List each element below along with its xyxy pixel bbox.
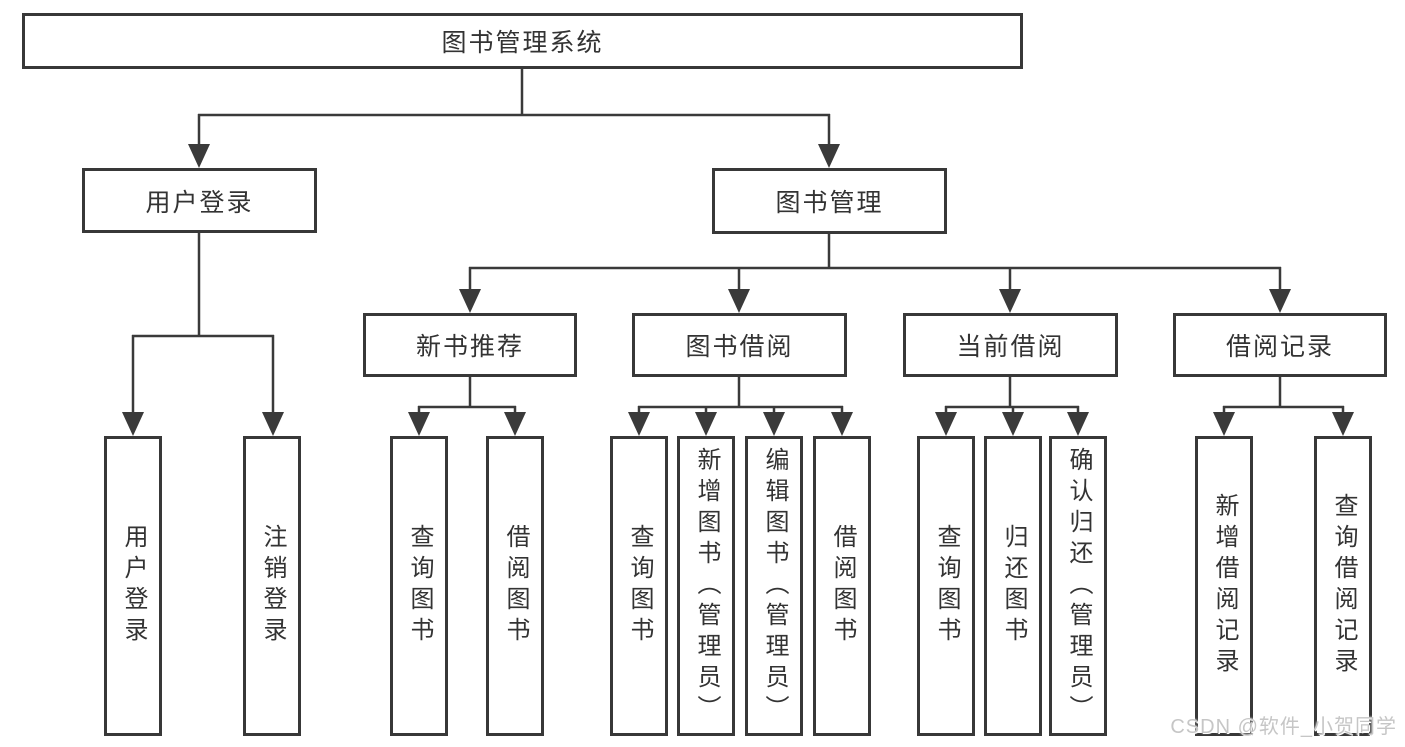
leaf-add-borrow-record: 新增借阅记录	[1195, 436, 1253, 736]
node-book-management-label: 图书管理	[775, 189, 884, 217]
leaf-borrow-books-recommend-label: 借阅图书	[502, 524, 529, 648]
leaf-query-books-recommend-label: 查询图书	[406, 524, 433, 648]
node-book-borrow: 图书借阅	[632, 313, 847, 377]
connector-current-borrow-children	[935, 377, 1089, 436]
leaf-query-books-current-label: 查询图书	[933, 524, 960, 648]
connector-book-management-children	[459, 234, 1291, 313]
leaf-confirm-return-admin: 确认归还（管理员）	[1049, 436, 1107, 736]
connector-new-book-children	[408, 377, 526, 436]
leaf-confirm-return-admin-label: 确认归还（管理员）	[1065, 446, 1092, 726]
leaf-borrow-books-recommend: 借阅图书	[486, 436, 544, 736]
leaf-return-books: 归还图书	[984, 436, 1042, 736]
node-borrow-records: 借阅记录	[1173, 313, 1387, 377]
leaf-edit-books-admin: 编辑图书（管理员）	[745, 436, 803, 736]
leaf-query-borrow-record-label: 查询借阅记录	[1330, 493, 1357, 679]
csdn-watermark: CSDN @软件_小贺同学	[1170, 716, 1397, 738]
node-current-borrow-label: 当前借阅	[956, 333, 1065, 361]
leaf-add-books-admin-label: 新增图书（管理员）	[693, 446, 720, 726]
node-book-management: 图书管理	[712, 168, 947, 234]
leaf-query-books-borrow-label: 查询图书	[626, 524, 653, 648]
leaf-logout: 注销登录	[243, 436, 301, 736]
leaf-user-login-label: 用户登录	[120, 524, 147, 648]
connector-book-borrow-children	[628, 377, 853, 436]
leaf-borrow-books-label: 借阅图书	[829, 524, 856, 648]
connector-user-login-children	[122, 233, 284, 436]
node-user-login: 用户登录	[82, 168, 317, 233]
leaf-query-books-current: 查询图书	[917, 436, 975, 736]
leaf-query-books-borrow: 查询图书	[610, 436, 668, 736]
leaf-add-books-admin: 新增图书（管理员）	[677, 436, 735, 736]
connector-root-to-level2	[188, 69, 840, 168]
leaf-user-login: 用户登录	[104, 436, 162, 736]
node-new-book-recommend: 新书推荐	[363, 313, 577, 377]
leaf-logout-label: 注销登录	[259, 524, 286, 648]
connector-borrow-records-children	[1213, 377, 1354, 436]
leaf-query-books-recommend: 查询图书	[390, 436, 448, 736]
node-new-book-recommend-label: 新书推荐	[415, 333, 524, 361]
node-borrow-records-label: 借阅记录	[1225, 333, 1334, 361]
leaf-query-borrow-record: 查询借阅记录	[1314, 436, 1372, 736]
node-book-borrow-label: 图书借阅	[685, 333, 794, 361]
leaf-add-borrow-record-label: 新增借阅记录	[1211, 493, 1238, 679]
node-user-login-label: 用户登录	[145, 188, 254, 217]
leaf-edit-books-admin-label: 编辑图书（管理员）	[761, 446, 788, 726]
node-current-borrow: 当前借阅	[903, 313, 1118, 377]
leaf-borrow-books: 借阅图书	[813, 436, 871, 736]
node-root-system: 图书管理系统	[22, 13, 1023, 69]
node-root-system-label: 图书管理系统	[441, 29, 604, 57]
leaf-return-books-label: 归还图书	[1000, 524, 1027, 648]
